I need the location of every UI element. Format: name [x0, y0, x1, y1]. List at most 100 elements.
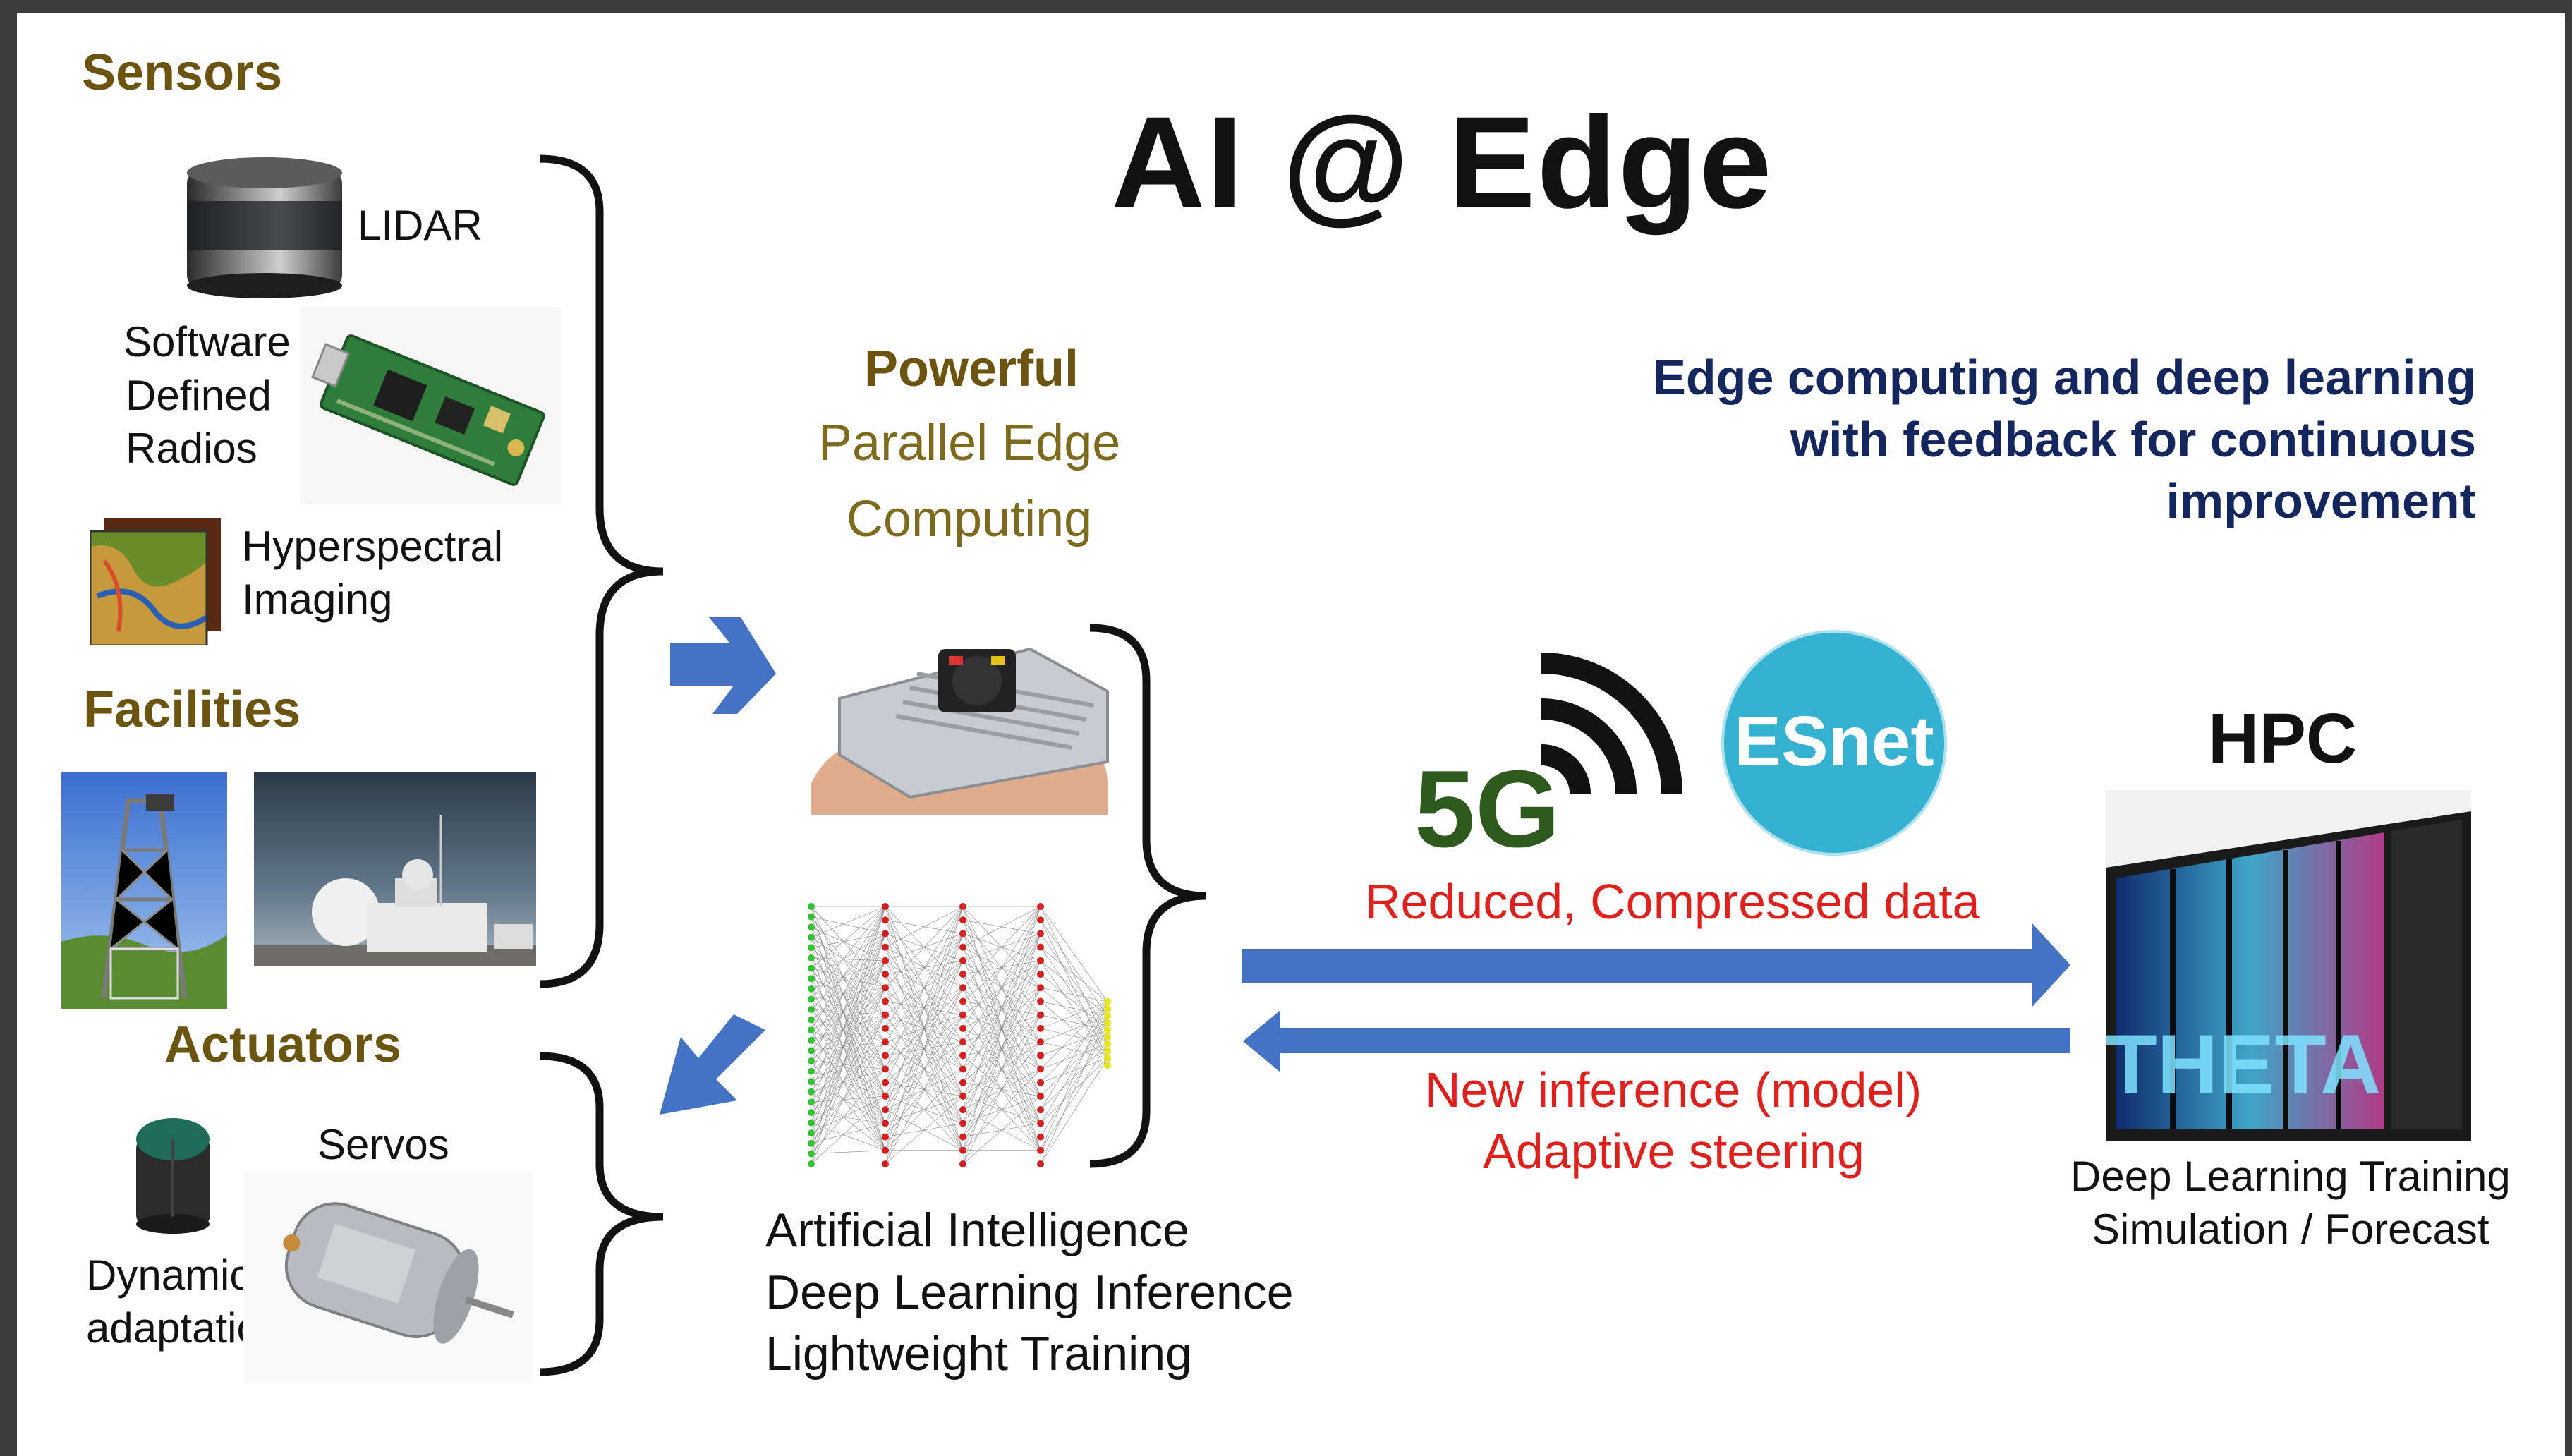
nn-node	[882, 971, 889, 978]
nn-node	[959, 1146, 966, 1154]
nn-node	[1037, 943, 1044, 951]
nn-node	[1037, 1038, 1044, 1046]
nn-node	[808, 975, 815, 983]
parallel-edge-label: Parallel Edge	[818, 415, 1121, 471]
nn-node	[959, 1052, 966, 1060]
theta-text: THETA	[2106, 1017, 2382, 1112]
nn-node	[882, 1092, 889, 1100]
esnet-text: ESnet	[1734, 702, 1934, 781]
servos-label: Servos	[317, 1121, 449, 1168]
fiveg-text: 5G	[1414, 748, 1560, 857]
window-frame-left	[0, 0, 17, 1456]
ai-label-2: Deep Learning Inference	[765, 1266, 1294, 1319]
nn-node	[1037, 1065, 1044, 1073]
nn-node	[808, 1150, 815, 1158]
nn-node	[882, 957, 889, 964]
actuators-heading: Actuators	[164, 1017, 402, 1073]
nn-node	[882, 1106, 889, 1114]
nn-node	[882, 1120, 889, 1127]
sensors-heading: Sensors	[82, 44, 283, 101]
nn-node	[808, 1109, 815, 1116]
nn-node	[959, 971, 966, 978]
nn-node	[1037, 1146, 1044, 1154]
sensors-brace	[539, 154, 664, 988]
ai-label-3: Lightweight Training	[765, 1327, 1192, 1381]
sdr-board-image	[300, 307, 561, 504]
nn-node	[1037, 1024, 1044, 1032]
downlink-label-2: Adaptive steering	[1483, 1124, 1864, 1179]
tagline-line-3: improvement	[2166, 473, 2476, 528]
nn-node	[1104, 1055, 1111, 1062]
nn-node	[1104, 1062, 1111, 1069]
nn-node	[959, 1106, 966, 1114]
neural-network-image	[797, 896, 1122, 1175]
knob-image	[129, 1111, 217, 1234]
hpc-label: HPC	[2208, 699, 2358, 778]
nn-node	[1037, 971, 1044, 978]
nn-node	[808, 1026, 815, 1034]
sdr-label-1: Software	[123, 318, 291, 365]
nn-node	[959, 984, 966, 992]
nn-node	[808, 1139, 815, 1147]
nn-node	[882, 903, 889, 910]
nn-node	[959, 1065, 966, 1073]
nn-node	[959, 1038, 966, 1046]
uplink-arrow	[1242, 923, 2070, 1007]
nn-node	[882, 1065, 889, 1073]
computing-label: Computing	[847, 491, 1093, 547]
nn-node	[1104, 1019, 1111, 1026]
nn-node	[1037, 1120, 1044, 1127]
nn-node	[882, 984, 889, 992]
tower-facility-image	[61, 772, 227, 1009]
nn-node	[1104, 1005, 1111, 1012]
nn-node	[959, 1160, 966, 1167]
hyperspectral-image	[90, 518, 221, 645]
slide-title: AI @ Edge	[1111, 90, 1773, 236]
radar-facility-image	[254, 772, 536, 966]
lidar-image	[180, 152, 349, 300]
nn-node	[1037, 1052, 1044, 1060]
nn-node	[882, 930, 889, 938]
fiveg-logo: 5G	[1404, 631, 1686, 857]
nn-node	[882, 1133, 889, 1141]
nn-node	[808, 964, 815, 972]
nn-node	[1104, 1026, 1111, 1033]
nn-node	[882, 1052, 889, 1060]
nn-node	[882, 943, 889, 951]
uplink-label: Reduced, Compressed data	[1365, 874, 1980, 929]
edge-device-image	[797, 621, 1122, 815]
nn-node	[959, 1024, 966, 1032]
nn-node	[1037, 984, 1044, 992]
nn-node	[959, 1120, 966, 1127]
nn-node	[1037, 1092, 1044, 1100]
nn-node	[808, 954, 815, 961]
nn-node	[1037, 1011, 1044, 1019]
nn-node	[882, 1024, 889, 1032]
sdr-label-2: Defined	[126, 372, 272, 419]
nn-node	[959, 1092, 966, 1100]
nn-node	[808, 1119, 815, 1127]
nn-node	[808, 995, 815, 1003]
nn-node	[959, 1079, 966, 1086]
nn-node	[808, 1160, 815, 1167]
nn-node	[882, 1011, 889, 1019]
sdr-label-3: Radios	[126, 425, 257, 472]
nn-node	[808, 1078, 815, 1086]
window-frame-top	[0, 0, 2572, 13]
nn-node	[808, 1047, 815, 1055]
nn-node	[959, 943, 966, 951]
nn-node	[1104, 1041, 1111, 1048]
hyperspectral-label-1: Hyperspectral	[242, 523, 504, 570]
nn-node	[882, 916, 889, 924]
nn-node	[1104, 1033, 1111, 1041]
downlink-label-1: New inference (model)	[1425, 1062, 1922, 1117]
powerful-label: Powerful	[864, 341, 1079, 397]
facilities-heading: Facilities	[83, 681, 301, 738]
servo-motor-image	[243, 1171, 533, 1383]
nn-node	[1037, 903, 1044, 910]
hpc-caption-2: Simulation / Forecast	[2092, 1206, 2489, 1253]
nn-node	[882, 997, 889, 1005]
theta-supercomputer-image: THETA	[2106, 790, 2471, 1141]
nn-node	[1104, 1012, 1111, 1019]
